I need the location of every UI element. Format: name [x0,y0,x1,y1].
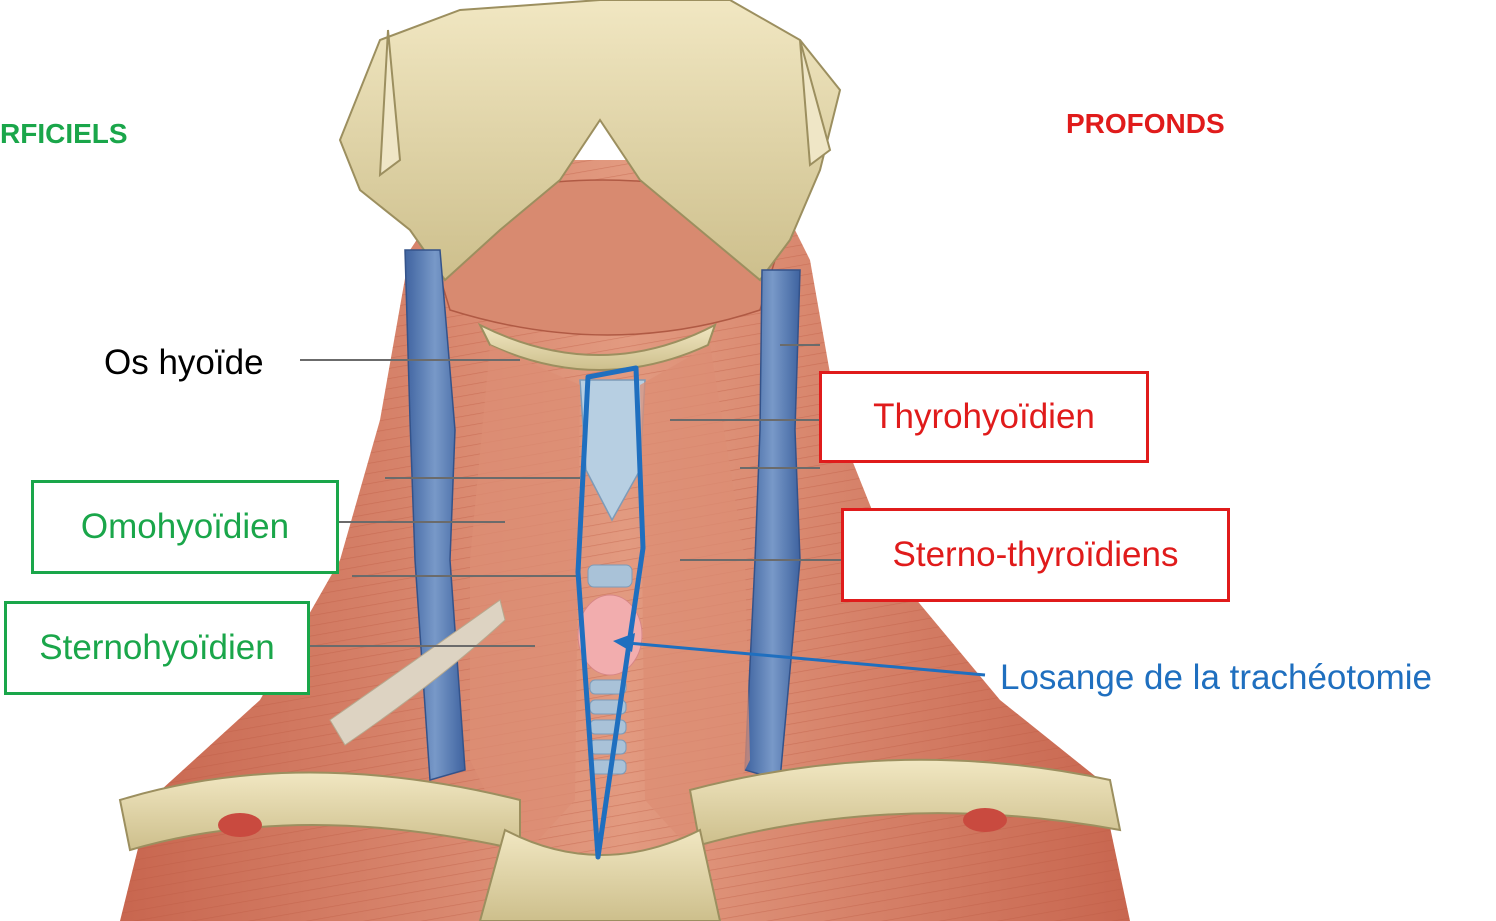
left-subclavian-vessel [218,813,262,837]
sternohyoid-label-box: Sternohyoïdien [4,601,310,695]
thyrohyoid-label: Thyrohyoïdien [873,397,1095,437]
right-subclavian-vessel [963,808,1007,832]
omohyoid-label: Omohyoïdien [81,507,289,547]
sternohyoid-label: Sternohyoïdien [39,628,274,668]
hyoid-label: Os hyoïde [104,345,264,380]
omohyoid-label-box: Omohyoïdien [31,480,339,574]
sternothyroid-label-box: Sterno-thyroïdiens [841,508,1230,602]
tracheotomy-label: Losange de la trachéotomie [1000,660,1432,695]
superficial-heading: RFICIELS [0,120,128,148]
deep-heading: PROFONDS [1066,110,1225,138]
left-strap-muscles [470,345,580,860]
thyrohyoid-label-box: Thyrohyoïdien [819,371,1149,463]
sternothyroid-label: Sterno-thyroïdiens [893,535,1179,575]
cricoid-cartilage [588,565,632,587]
